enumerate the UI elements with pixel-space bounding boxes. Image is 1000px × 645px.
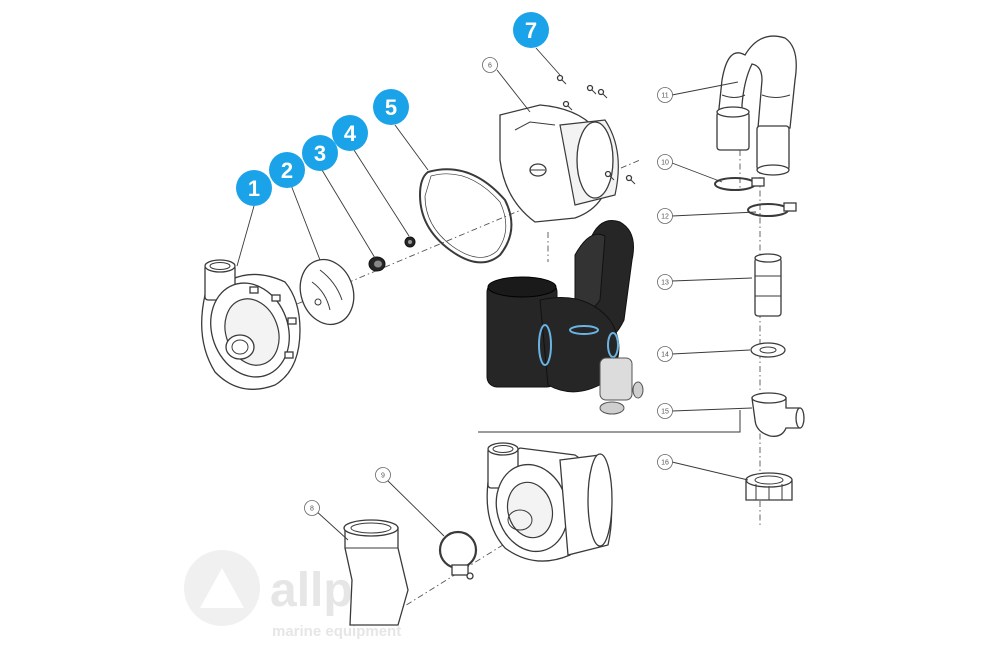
part-label-9: 9 xyxy=(375,467,391,483)
clamp-10-part xyxy=(714,177,765,191)
callout-circle xyxy=(269,152,305,188)
callout-badge-4: 4 xyxy=(332,115,368,151)
watermark-logo-sail-icon xyxy=(200,568,244,608)
lower-pump-housing-part xyxy=(486,442,613,562)
part-label-text: 6 xyxy=(488,63,492,70)
part-label-text: 12 xyxy=(661,214,669,221)
impeller-plate-part xyxy=(299,258,355,326)
seal-part xyxy=(404,236,416,248)
callout-number: 4 xyxy=(344,121,357,146)
callout-number: 7 xyxy=(525,18,537,43)
impeller-part xyxy=(368,256,386,272)
callout-circle xyxy=(332,115,368,151)
part-label-text: 13 xyxy=(661,280,669,287)
screw-set-part xyxy=(556,74,636,185)
callout-badge-1: 1 xyxy=(236,170,272,206)
part-label-text: 10 xyxy=(661,160,669,167)
assembled-pump-render xyxy=(486,220,644,415)
part-label-15: 15 xyxy=(657,403,673,419)
callout-badge-2: 2 xyxy=(269,152,305,188)
callout-number: 5 xyxy=(385,95,397,120)
part-label-text: 9 xyxy=(381,473,385,480)
part-label-8: 8 xyxy=(304,500,320,516)
part-number-labels: 6 8 9 10 11 12 13 14 xyxy=(304,57,673,516)
part-label-text: 11 xyxy=(661,93,668,100)
callout-number: 3 xyxy=(314,141,326,166)
pump-housing-part xyxy=(201,259,301,390)
hose-clamp-part xyxy=(438,530,478,580)
washer-14-part xyxy=(750,342,786,358)
callout-number: 1 xyxy=(248,176,260,201)
part-label-6: 6 xyxy=(482,57,498,73)
union-nut-16-part xyxy=(745,472,793,501)
connector-13-part xyxy=(754,253,782,317)
part-label-text: 16 xyxy=(661,460,669,467)
part-label-14: 14 xyxy=(657,346,673,362)
callout-badge-5: 5 xyxy=(373,89,409,125)
part-label-10: 10 xyxy=(657,154,673,170)
callout-badges: 1 2 3 4 5 7 xyxy=(236,12,549,206)
part-label-11: 11 xyxy=(657,87,673,103)
part-label-13: 13 xyxy=(657,274,673,290)
callout-circle xyxy=(373,89,409,125)
callout-circle xyxy=(302,135,338,171)
callout-badge-7: 7 xyxy=(513,12,549,48)
elbow-fitting-15-part xyxy=(751,392,805,437)
callout-circle xyxy=(513,12,549,48)
callout-number: 2 xyxy=(281,158,293,183)
callout-badge-3: 3 xyxy=(302,135,338,171)
leader-lines xyxy=(314,69,757,541)
u-bend-hose-part xyxy=(716,35,797,176)
callout-circle xyxy=(236,170,272,206)
inlet-pipe-part xyxy=(343,519,409,626)
end-plate-part xyxy=(499,104,619,223)
part-label-16: 16 xyxy=(657,454,673,470)
part-label-text: 14 xyxy=(661,352,669,359)
part-label-text: 15 xyxy=(661,409,669,416)
watermark-tagline: marine equipment xyxy=(272,623,401,640)
callout-leaders xyxy=(236,47,561,267)
clamp-12-part xyxy=(747,202,797,217)
gasket-part xyxy=(418,168,513,264)
part-label-text: 8 xyxy=(310,506,314,513)
part-label-12: 12 xyxy=(657,208,673,224)
